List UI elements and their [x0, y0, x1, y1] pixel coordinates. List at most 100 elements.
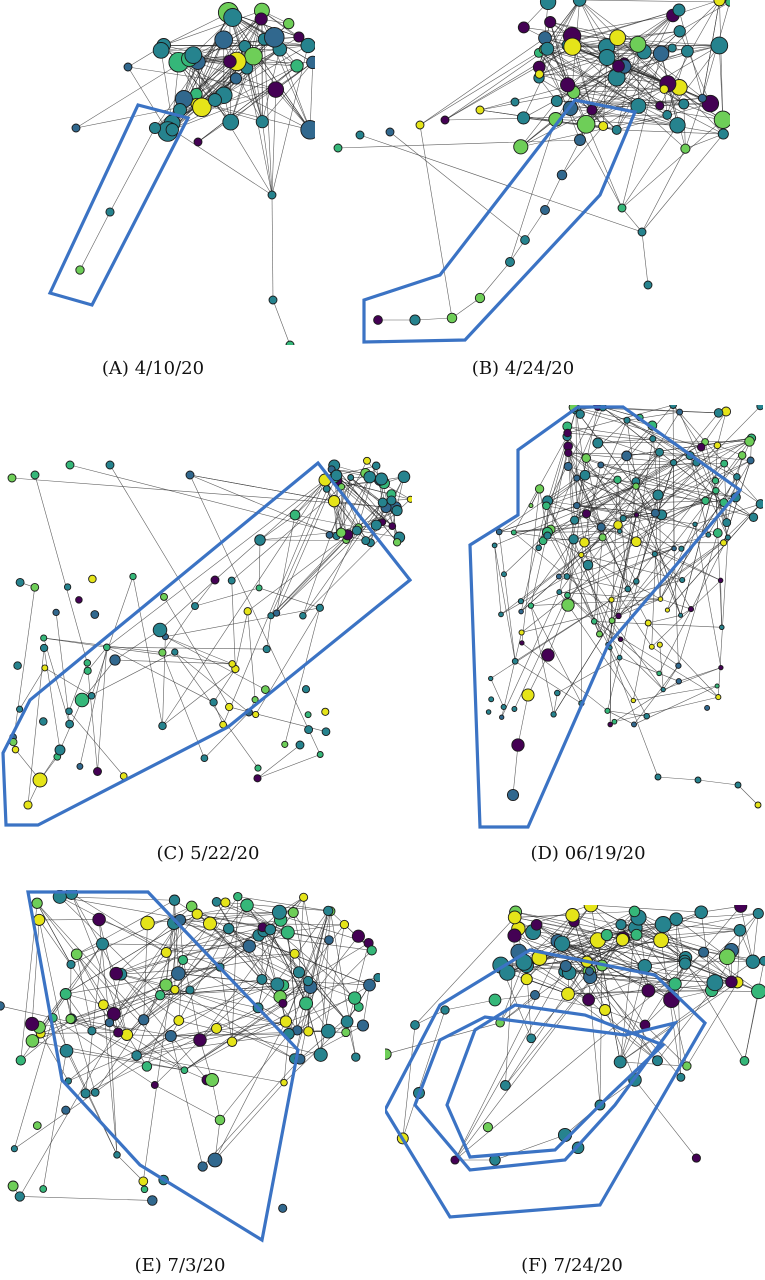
- network-node: [254, 534, 266, 546]
- network-edge: [672, 0, 720, 49]
- network-edge: [19, 1196, 153, 1201]
- network-edge: [590, 905, 702, 913]
- network-node: [573, 474, 581, 482]
- network-edge: [527, 654, 549, 696]
- network-node: [30, 582, 40, 592]
- network-edge: [620, 982, 738, 1063]
- network-edge: [566, 576, 628, 590]
- network-edge: [499, 485, 637, 533]
- network-edge: [566, 576, 619, 617]
- network-edge: [524, 209, 546, 241]
- network-node: [725, 975, 738, 989]
- network-edge: [547, 48, 639, 107]
- network-node: [662, 110, 673, 120]
- panel-e-nodes: [0, 890, 380, 1213]
- network-node: [287, 907, 299, 918]
- network-edge: [587, 524, 619, 566]
- network-node: [712, 528, 723, 538]
- network-edge: [225, 902, 288, 933]
- panel-f-hull-outer: [385, 948, 708, 1219]
- network-edge: [228, 928, 370, 986]
- network-edge: [454, 917, 639, 1161]
- network-node: [554, 689, 561, 697]
- network-edge: [43, 637, 70, 725]
- network-node: [669, 405, 677, 409]
- panel-d: [418, 405, 763, 830]
- network-node: [10, 1145, 18, 1153]
- network-edge: [184, 986, 311, 1071]
- network-node: [303, 1026, 314, 1037]
- network-edge: [538, 77, 593, 111]
- network-node: [574, 134, 586, 146]
- caption-a-letter: (A): [101, 358, 129, 379]
- network-edge: [585, 45, 720, 125]
- network-edge: [65, 993, 93, 1031]
- network-node: [581, 453, 591, 463]
- network-edge: [454, 921, 575, 1161]
- caption-c-letter: (C): [156, 843, 185, 864]
- network-edge: [655, 445, 718, 514]
- network-edge: [557, 940, 606, 1011]
- network-edge: [586, 420, 628, 459]
- network-node: [630, 536, 642, 548]
- network-edge: [43, 647, 61, 751]
- network-edge: [444, 46, 573, 121]
- network-edge: [120, 966, 221, 975]
- network-node: [356, 1019, 370, 1032]
- network-edge: [521, 541, 637, 633]
- network-node: [76, 762, 84, 770]
- network-node: [228, 660, 236, 668]
- network-edge: [553, 620, 613, 715]
- network-node: [90, 610, 100, 619]
- network-node: [756, 405, 763, 411]
- network-edge: [672, 405, 675, 549]
- network-node: [90, 1088, 100, 1097]
- network-node: [538, 536, 548, 546]
- network-node: [64, 1077, 72, 1085]
- network-node: [243, 607, 252, 616]
- network-edge: [674, 906, 741, 985]
- network-node: [410, 1020, 420, 1030]
- network-edge: [444, 44, 569, 121]
- network-node: [711, 477, 720, 485]
- network-node: [660, 686, 666, 693]
- network-node: [511, 657, 519, 665]
- network-edge: [635, 927, 704, 953]
- network-node: [321, 707, 330, 716]
- network-node: [691, 1153, 701, 1163]
- network-node: [475, 105, 485, 115]
- network-node: [563, 428, 572, 438]
- network-node: [513, 139, 529, 155]
- network-edge: [40, 1033, 69, 1082]
- network-edge: [660, 598, 692, 610]
- network-edge: [266, 615, 272, 650]
- network-edge: [579, 0, 639, 45]
- network-edge: [573, 50, 688, 93]
- network-edge: [444, 48, 548, 121]
- network-node: [754, 801, 762, 809]
- network-edge: [651, 646, 679, 666]
- network-node: [271, 904, 287, 920]
- network-node: [109, 654, 121, 666]
- network-edge: [276, 514, 296, 614]
- network-edge: [414, 1009, 446, 1026]
- network-edge: [647, 622, 719, 698]
- network-edge: [106, 646, 214, 703]
- network-edge: [594, 621, 719, 698]
- network-edge: [494, 545, 502, 615]
- network-edge: [654, 548, 675, 555]
- network-edge: [163, 12, 230, 46]
- network-node: [333, 143, 343, 153]
- network-node: [565, 908, 580, 923]
- panel-b-network: [333, 0, 730, 344]
- network-edge: [703, 951, 732, 983]
- network-edge: [194, 579, 216, 607]
- network-node: [734, 781, 742, 789]
- network-edge: [162, 479, 326, 727]
- network-edge: [648, 960, 685, 991]
- network-node: [582, 993, 595, 1007]
- network-node: [180, 1066, 189, 1075]
- network-node: [679, 576, 686, 584]
- network-edge: [336, 475, 393, 527]
- network-node: [720, 459, 729, 468]
